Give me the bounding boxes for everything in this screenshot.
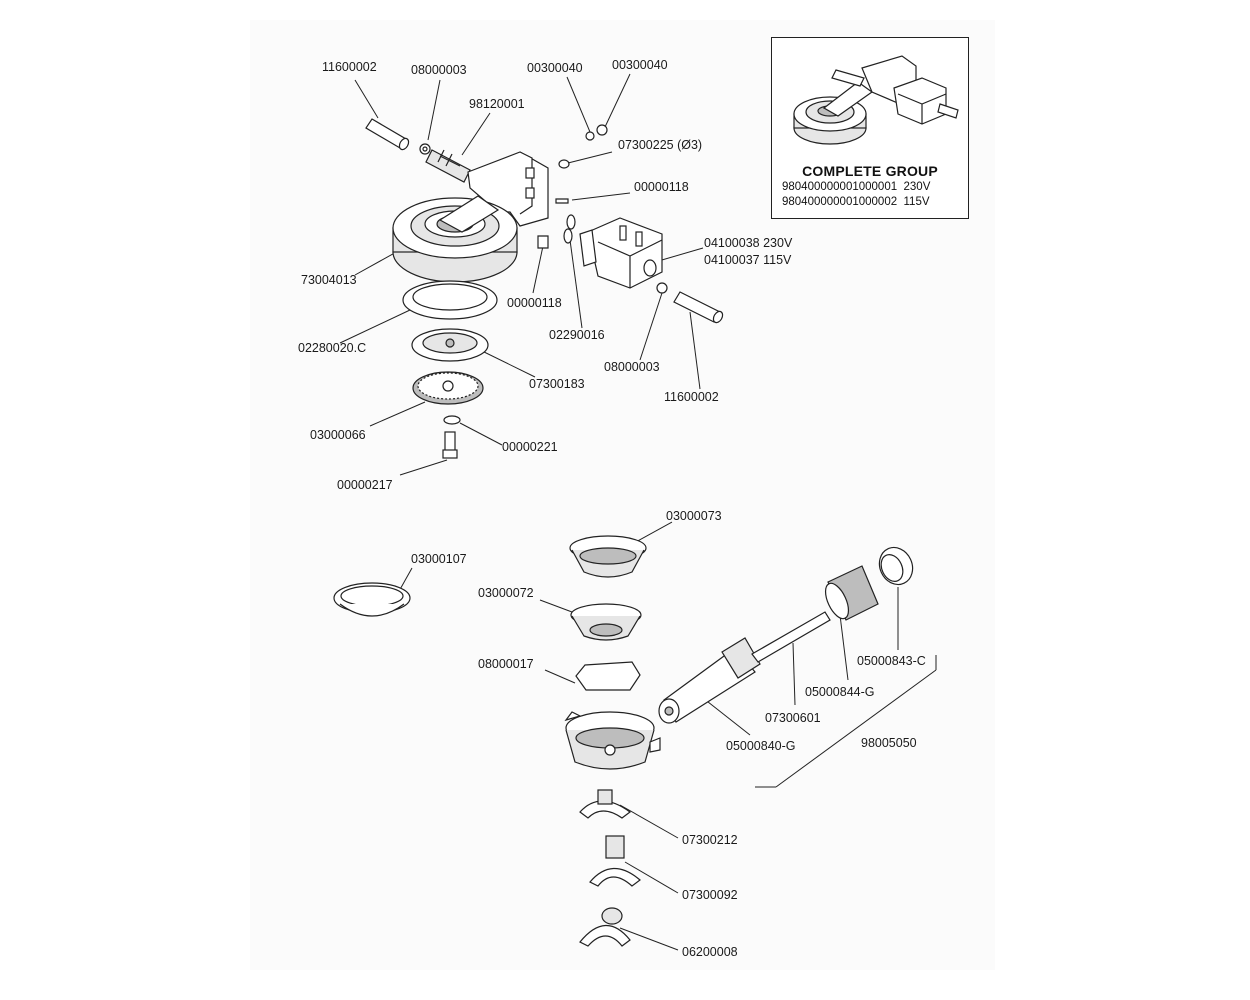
complete-group-voltage: 230V (903, 181, 931, 193)
callout-label: 07300183 (529, 377, 585, 391)
callout-label: 02290016 (549, 328, 605, 342)
callout-label: 07300225 (Ø3) (618, 138, 703, 152)
upper-group-parts (365, 118, 724, 459)
complete-group-code: 980400000001000001 (782, 181, 898, 193)
callout-label: 00000221 (502, 440, 558, 454)
callout-label: 00000217 (337, 478, 393, 492)
complete-group-inset: COMPLETE GROUP 980400000001000001 230V 9… (771, 37, 969, 219)
portafilter-parts (333, 535, 914, 947)
complete-group-row: 980400000001000001 230V (782, 181, 930, 193)
callout-label: 98005050 (861, 736, 917, 750)
callout-label: 00000118 (507, 296, 562, 310)
callout-label: 04100037 115V (704, 253, 792, 267)
callout-label: 11600002 (322, 60, 377, 74)
callout-label: 03000107 (411, 552, 467, 566)
callout-label: 08000003 (411, 63, 467, 77)
callout-label: 07300092 (682, 888, 738, 902)
callout-label: 05000844-G (805, 685, 875, 699)
callout-label: 11600002 (664, 390, 719, 404)
callout-label: 98120001 (469, 97, 525, 111)
complete-group-voltage: 115V (903, 196, 930, 208)
callout-label: 05000843-C (857, 654, 926, 668)
callout-label: 08000003 (604, 360, 660, 374)
callout-label: 00300040 (527, 61, 583, 75)
callout-label: 07300601 (765, 711, 821, 725)
callout-label: 04100038 230V (704, 236, 793, 250)
complete-group-row: 980400000001000002 115V (782, 196, 930, 208)
callout-label: 02280020.C (298, 341, 367, 355)
callout-label: 73004013 (301, 273, 357, 287)
callout-label: 00000118 (634, 180, 689, 194)
callout-label: 06200008 (682, 945, 738, 959)
complete-group-title: COMPLETE GROUP (802, 163, 938, 179)
callout-label: 08000017 (478, 657, 534, 671)
callout-label: 00300040 (612, 58, 668, 72)
callout-label: 07300212 (682, 833, 738, 847)
callout-label: 05000840-G (726, 739, 796, 753)
callout-label: 03000072 (478, 586, 534, 600)
complete-group-code: 980400000001000002 (782, 196, 898, 208)
complete-group-illustration (793, 55, 959, 145)
callout-label: 03000073 (666, 509, 722, 523)
callout-label: 03000066 (310, 428, 366, 442)
